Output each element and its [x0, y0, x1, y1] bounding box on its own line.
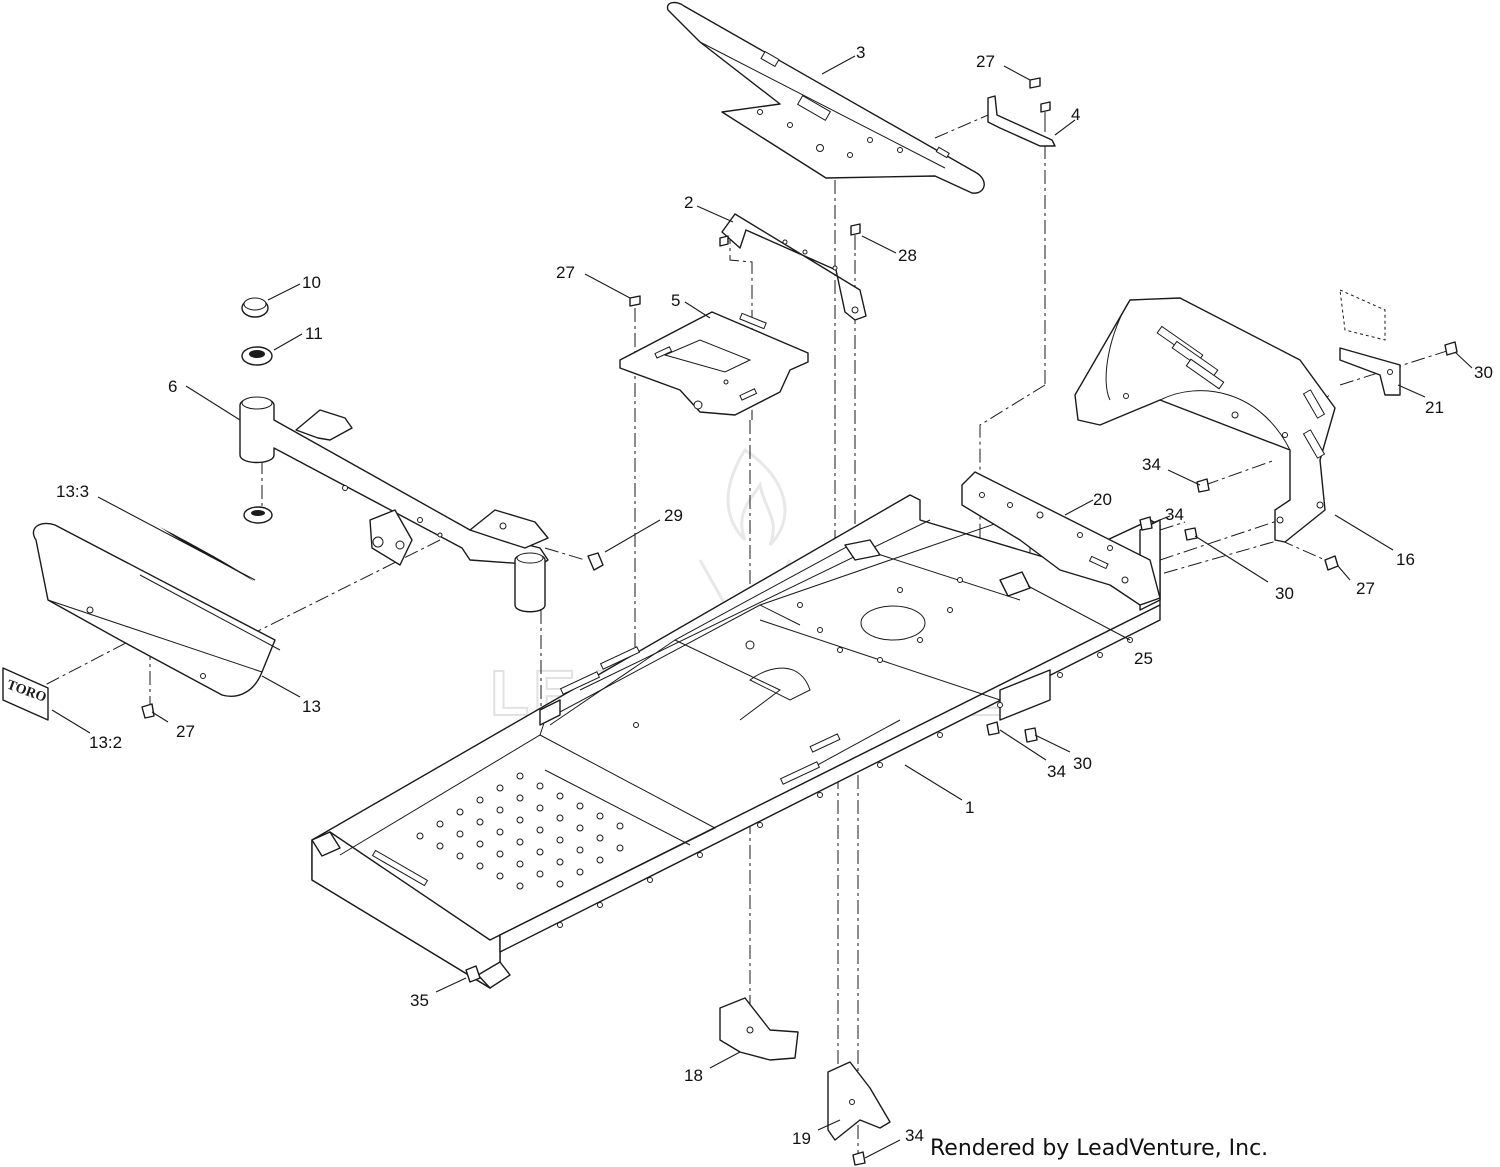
- part-21-bracket: [1339, 289, 1458, 396]
- part-19-bracket: [827, 1061, 891, 1166]
- part-3-rear-bar: [666, 1, 985, 194]
- callout-35: 35: [410, 991, 429, 1010]
- callout-16: 16: [1396, 550, 1415, 569]
- callout-3: 3: [856, 43, 865, 62]
- part-2-bracket: [719, 213, 867, 321]
- hardware-right: [986, 478, 1210, 743]
- callout-18: 18: [684, 1066, 703, 1085]
- callout-29: 29: [664, 506, 683, 525]
- callout-10: 10: [302, 273, 321, 292]
- callout-4: 4: [1071, 105, 1080, 124]
- callout-labels: 3 4 27 2 28 27 5 10 11 6 13:3 29 13 13:2…: [56, 43, 1493, 1148]
- callout-34-bottom: 34: [905, 1126, 924, 1145]
- part-10-cap: [241, 297, 269, 318]
- callout-30-frame: 30: [1073, 754, 1092, 773]
- part-28-bolt: [850, 223, 861, 250]
- callout-21: 21: [1425, 398, 1444, 417]
- callout-27-top: 27: [976, 52, 995, 71]
- callout-5: 5: [671, 291, 680, 310]
- callout-34-frame: 34: [1047, 762, 1066, 781]
- part-35-nut: [465, 965, 481, 983]
- leader-lines: [51, 55, 1473, 1159]
- callout-20: 20: [1093, 490, 1112, 509]
- callout-13: 13: [302, 697, 321, 716]
- part-11-bearing: [241, 346, 273, 366]
- callout-27-seat: 27: [1356, 579, 1375, 598]
- callout-34-bracket: 34: [1165, 505, 1184, 524]
- part-18-bracket: [719, 997, 799, 1061]
- part-25-label: [999, 571, 1031, 597]
- callout-30-right: 30: [1474, 363, 1493, 382]
- part-1-main-frame: [311, 494, 1161, 989]
- part-6-front-axle: [239, 396, 549, 613]
- callout-34-seat: 34: [1142, 455, 1161, 474]
- callout-11: 11: [305, 324, 323, 343]
- callout-30-mid: 30: [1275, 584, 1294, 603]
- callout-28: 28: [898, 246, 917, 265]
- callout-27-cover: 27: [176, 722, 195, 741]
- part-29-bolt: [587, 552, 604, 571]
- watermark-flame-icon: [726, 447, 787, 547]
- credit-text: Rendered by LeadVenture, Inc.: [930, 1136, 1268, 1161]
- callout-27-plate: 27: [556, 263, 575, 282]
- part-27-bolt-cover: [141, 703, 155, 719]
- part-5-plate: [619, 295, 809, 416]
- callout-2: 2: [684, 193, 693, 212]
- callout-19: 19: [792, 1129, 811, 1148]
- callout-25: 25: [1134, 649, 1153, 668]
- part-4-bracket: [987, 77, 1056, 147]
- part-16-seat-pan: [1074, 297, 1339, 571]
- floor-hole-grid: [416, 772, 624, 890]
- part-13-front-cover: [32, 522, 281, 697]
- callout-13-2: 13:2: [89, 733, 122, 752]
- part-13-2-decal: TORO: [2, 667, 49, 721]
- callout-6: 6: [168, 377, 177, 396]
- callout-1: 1: [965, 798, 974, 817]
- callout-13-3: 13:3: [56, 482, 89, 501]
- part-20-bracket: [961, 471, 1161, 606]
